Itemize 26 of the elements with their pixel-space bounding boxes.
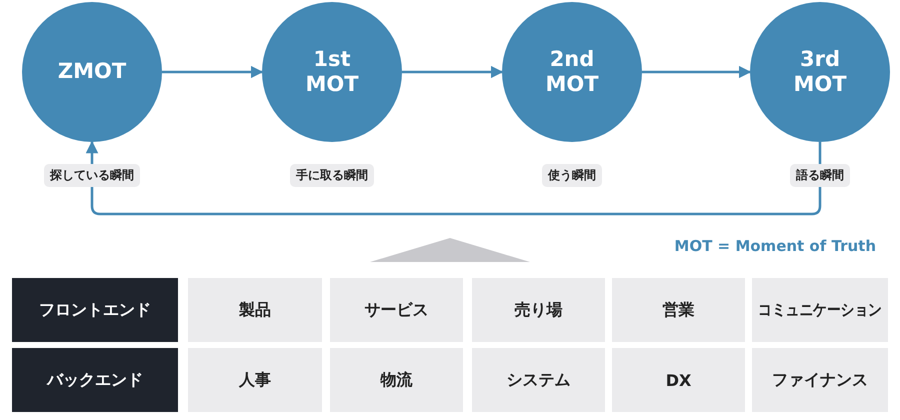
table-cell: 人事 (188, 348, 322, 412)
table-cell: コミュニケーション (752, 278, 888, 342)
arrow (402, 66, 504, 78)
moment-circle: 3rd MOT (750, 2, 890, 142)
moment-label: 語る瞬間 (790, 164, 850, 187)
table-cell: 製品 (188, 278, 322, 342)
table-cell: DX (612, 348, 745, 412)
moment-label: 使う瞬間 (542, 164, 602, 187)
table-cell: 物流 (330, 348, 463, 412)
arrow (162, 66, 264, 78)
table-cell: ファイナンス (752, 348, 888, 412)
moment-label: 探している瞬間 (44, 164, 140, 187)
note: MOT = Moment of Truth (674, 237, 876, 255)
table-cell: 営業 (612, 278, 745, 342)
table-cell: システム (472, 348, 605, 412)
moment-label: 手に取る瞬間 (290, 164, 374, 187)
pointer-triangle (370, 238, 530, 262)
moment-circle: 2nd MOT (502, 2, 642, 142)
arrow (86, 140, 822, 216)
moment-circle: ZMOT (22, 2, 162, 142)
arrow (642, 66, 752, 78)
row-header: バックエンド (12, 348, 178, 412)
table-cell: 売り場 (472, 278, 605, 342)
moment-circle: 1st MOT (262, 2, 402, 142)
row-header: フロントエンド (12, 278, 178, 342)
table-cell: サービス (330, 278, 463, 342)
